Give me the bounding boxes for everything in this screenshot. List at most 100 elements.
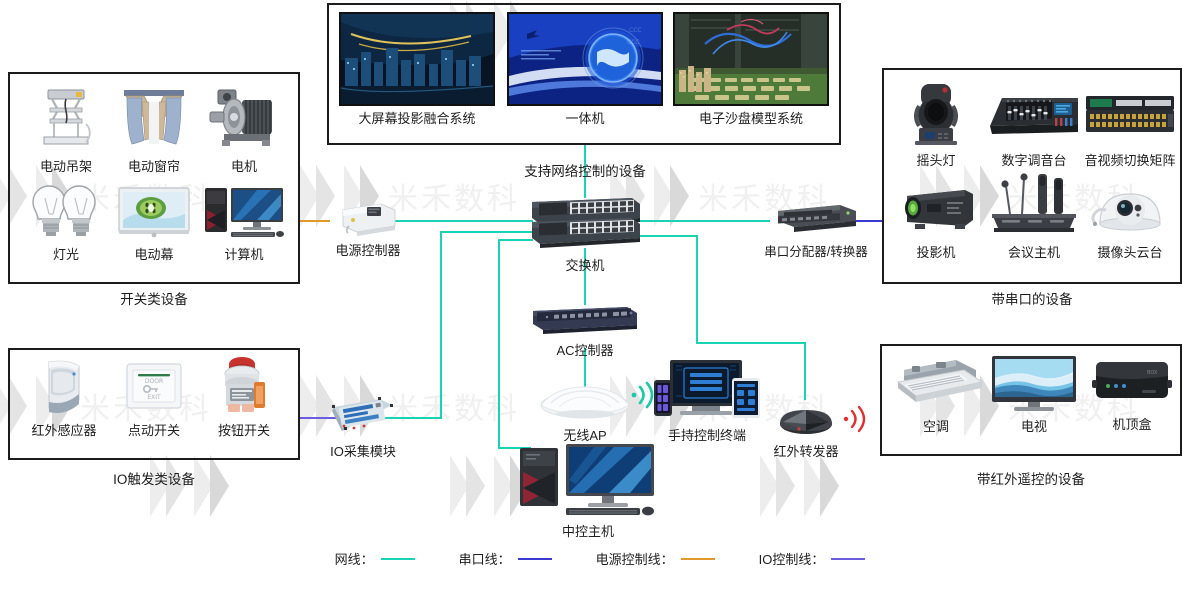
moving-head-light-icon xyxy=(890,78,982,148)
legend-label: 网线： xyxy=(334,552,374,567)
node-label: 交换机 xyxy=(565,258,605,273)
electronic-sandtable-icon xyxy=(672,12,830,106)
power-controller-icon xyxy=(320,195,416,237)
node-switch[interactable]: 交换机 xyxy=(520,196,650,274)
device-ptz-camera[interactable]: 摄像头云台 xyxy=(1082,172,1178,261)
device-label: 摇头灯 xyxy=(916,153,956,168)
device-set-top-box[interactable]: BOX 机顶盒 xyxy=(1084,354,1180,433)
device-electric-motor[interactable]: 电机 xyxy=(198,82,290,175)
device-label: 电机 xyxy=(230,159,257,174)
device-label: 数字调音台 xyxy=(1001,153,1067,168)
node-io-module[interactable]: IO采集模块 xyxy=(310,394,416,460)
node-handheld-terminal[interactable]: 手持控制终端 xyxy=(645,358,769,444)
device-label: 机顶盒 xyxy=(1112,417,1152,432)
device-push-button-switch[interactable]: 按钮开关 xyxy=(198,352,290,439)
legend-swatch-io-control-cable xyxy=(831,557,866,560)
network-switch-icon xyxy=(520,196,650,252)
device-projector[interactable]: 投影机 xyxy=(890,178,982,261)
node-power-controller[interactable]: 电源控制器 xyxy=(320,195,416,259)
digital-mixer-icon xyxy=(982,78,1086,148)
legend-label: 电源控制线： xyxy=(595,552,674,567)
legend-item-network-cable: 网线： xyxy=(335,549,415,568)
device-label: 点动开关 xyxy=(127,423,180,438)
svg-text:BOX: BOX xyxy=(1147,370,1158,376)
device-label: 电动吊架 xyxy=(39,159,92,174)
electric-motor-icon xyxy=(198,82,290,154)
node-ac-controller[interactable]: AC控制器 xyxy=(522,305,648,359)
section-title-network-devices: 支持网络控制的设备 xyxy=(524,164,646,179)
device-motorized-hanger[interactable]: 电动吊架 xyxy=(22,82,110,175)
node-label: 串口分配器/转换器 xyxy=(764,245,868,259)
legend-item-serial-cable: 串口线： xyxy=(459,549,552,568)
device-label: 一体机 xyxy=(565,111,605,126)
legend-swatch-serial-cable xyxy=(517,557,552,560)
device-infrared-sensor[interactable]: 红外感应器 xyxy=(18,356,110,439)
group-caption-ir-devices: 带红外遥控的设备 xyxy=(977,472,1085,487)
node-control-host[interactable]: 中控主机 xyxy=(510,440,666,540)
io-acquisition-module-icon xyxy=(310,394,416,438)
device-television[interactable]: 电视 xyxy=(986,352,1082,435)
light-bulb-icon xyxy=(22,180,110,242)
legend-label: 串口线： xyxy=(458,552,511,567)
legend-swatch-power-control-cable xyxy=(680,557,715,560)
door-exit-switch-icon: DOOR EXIT xyxy=(110,356,198,418)
group-caption-io-devices: IO触发类设备 xyxy=(113,472,195,487)
legend-item-power-control-cable: 电源控制线： xyxy=(596,549,715,568)
device-label: 摄像头云台 xyxy=(1097,245,1163,260)
svg-text:CCC: CCC xyxy=(629,27,642,34)
device-conference-host[interactable]: 会议主机 xyxy=(982,170,1086,261)
motorized-hanger-icon xyxy=(22,82,110,154)
device-label: 电视 xyxy=(1020,419,1047,434)
device-av-matrix-switcher[interactable]: 音视频切换矩阵 xyxy=(1082,78,1178,169)
push-button-switch-icon xyxy=(198,352,290,418)
av-matrix-switcher-icon xyxy=(1082,78,1178,148)
device-electronic-sandtable[interactable]: 电子沙盘模型系统 xyxy=(672,12,830,127)
projection-screen-icon xyxy=(110,180,198,242)
infrared-sensor-icon xyxy=(18,356,110,418)
legend-swatch-network-cable xyxy=(380,557,415,560)
device-label: 投影机 xyxy=(916,245,956,260)
group-caption-switch-devices: 开关类设备 xyxy=(120,292,188,307)
device-digital-mixer[interactable]: 数字调音台 xyxy=(982,78,1086,169)
set-top-box-icon: BOX xyxy=(1084,354,1180,412)
device-label: 按钮开关 xyxy=(217,423,270,438)
computer-icon xyxy=(198,180,290,242)
device-door-exit-switch[interactable]: DOOR EXIT 点动开关 xyxy=(110,356,198,439)
svg-text:DOOR: DOOR xyxy=(145,378,163,385)
large-screen-projection-icon xyxy=(338,12,496,106)
control-host-icon xyxy=(510,440,666,518)
node-label: 红外转发器 xyxy=(773,444,839,459)
device-label: 电动幕 xyxy=(134,247,174,262)
device-label: 灯光 xyxy=(52,247,79,262)
group-caption-serial-devices: 带串口的设备 xyxy=(991,292,1073,307)
device-air-conditioner[interactable]: 空调 xyxy=(888,352,984,435)
node-wireless-ap[interactable]: 无线AP xyxy=(530,380,640,444)
group-box-network-devices xyxy=(327,3,841,145)
legend-label: IO控制线： xyxy=(758,552,825,567)
node-label: IO采集模块 xyxy=(330,444,396,459)
node-ir-transponder[interactable]: 红外转发器 xyxy=(760,398,852,460)
ac-controller-icon xyxy=(522,305,648,337)
node-serial-splitter[interactable]: 串口分配器/转换器 xyxy=(748,200,884,260)
device-motorized-curtain[interactable]: 电动窗帘 xyxy=(110,82,198,175)
device-computer[interactable]: 计算机 xyxy=(198,180,290,263)
device-moving-head-light[interactable]: 摇头灯 xyxy=(890,78,982,169)
serial-splitter-icon xyxy=(748,200,884,238)
device-light[interactable]: 灯光 xyxy=(22,180,110,263)
device-projection-screen[interactable]: 电动幕 xyxy=(110,180,198,263)
node-label: 电源控制器 xyxy=(335,243,401,258)
svg-text:CCC: CCC xyxy=(627,39,640,46)
television-icon xyxy=(986,352,1082,414)
device-label: 会议主机 xyxy=(1007,245,1060,260)
device-label: 计算机 xyxy=(224,247,264,262)
ir-transponder-icon xyxy=(760,398,852,438)
motorized-curtain-icon xyxy=(110,82,198,154)
device-label: 电动窗帘 xyxy=(127,159,180,174)
device-label: 红外感应器 xyxy=(31,423,97,438)
node-label: AC控制器 xyxy=(556,343,614,358)
legend-item-io-control-cable: IO控制线： xyxy=(759,549,866,568)
device-large-screen-projection[interactable]: 大屏幕投影融合系统 xyxy=(338,12,496,127)
